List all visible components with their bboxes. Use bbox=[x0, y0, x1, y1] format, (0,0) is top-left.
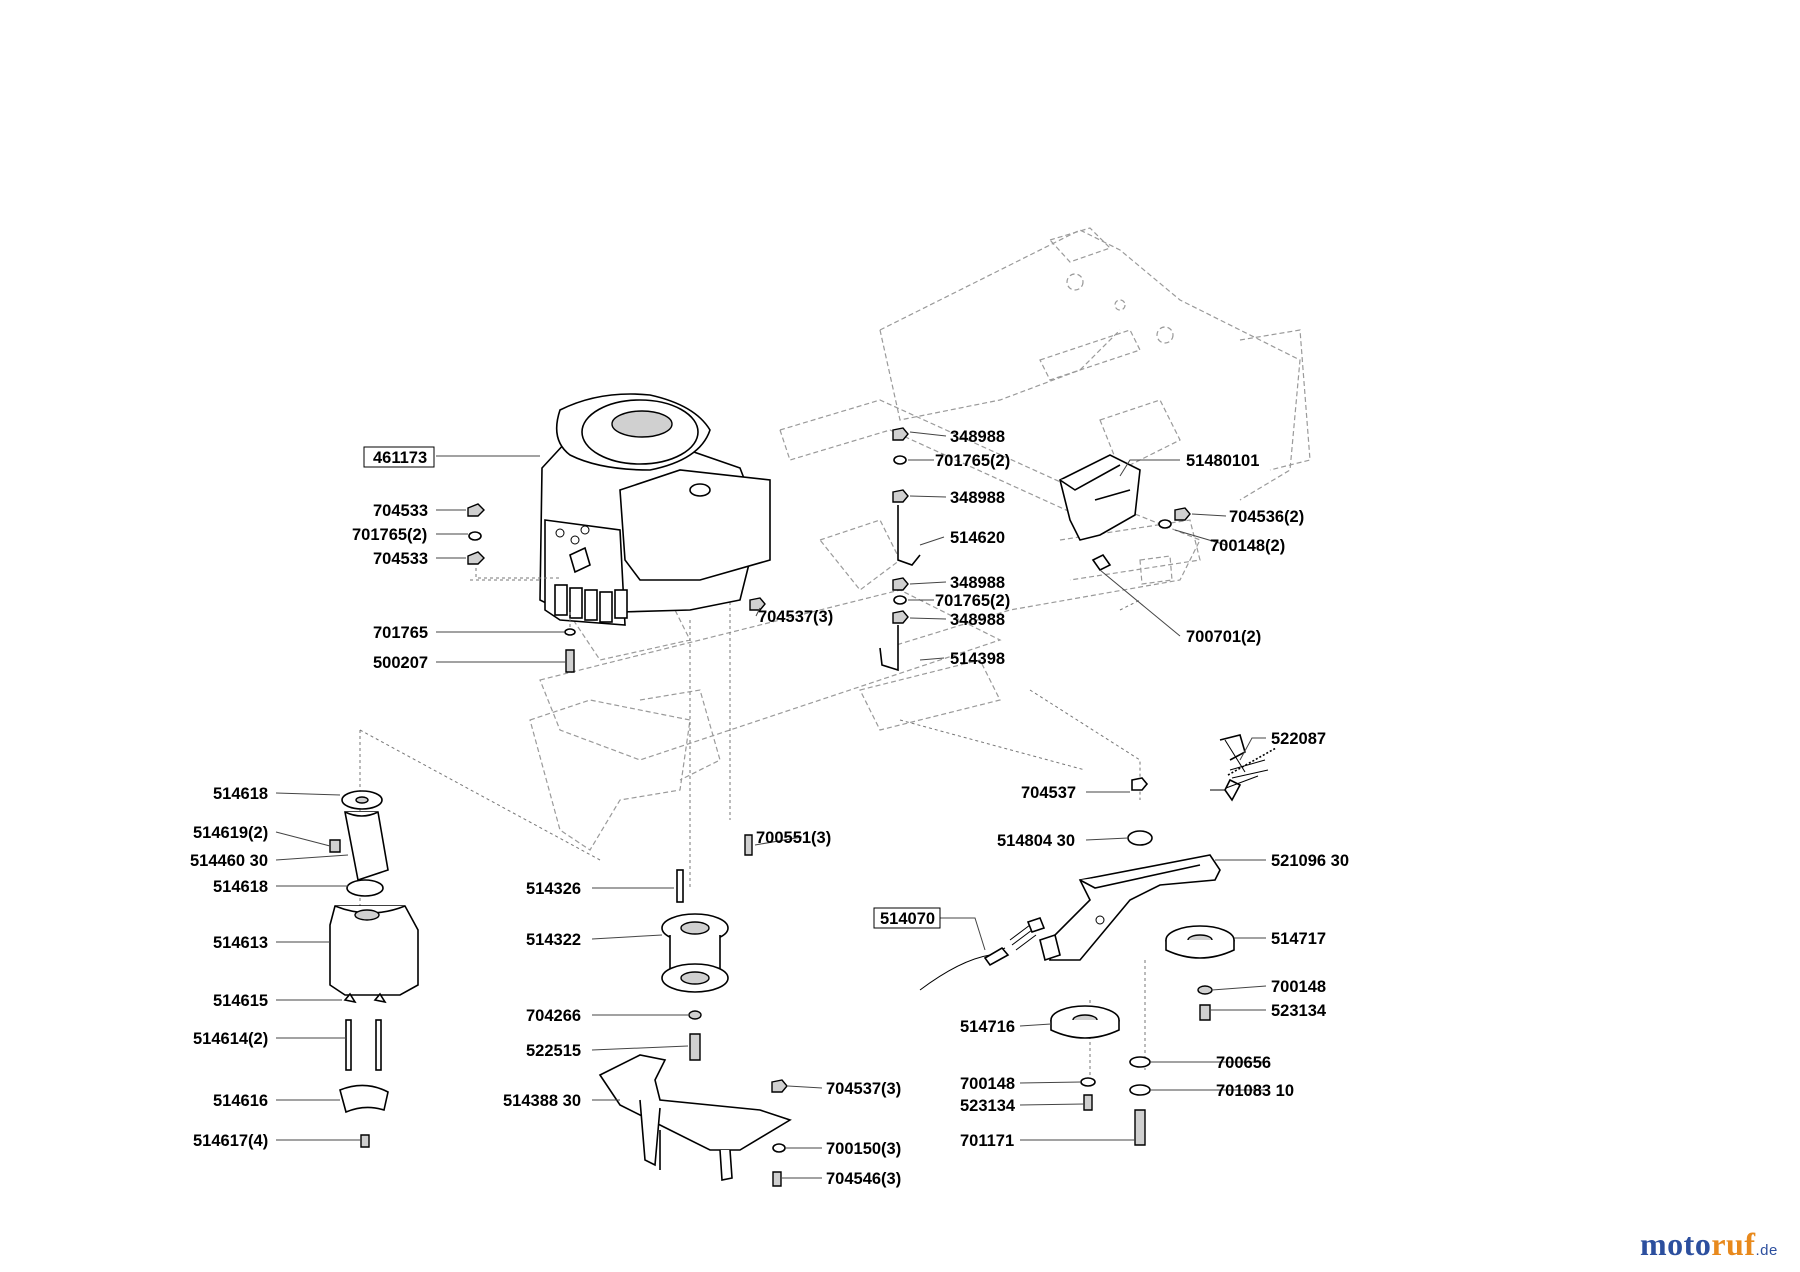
part-label: 514716 bbox=[960, 1018, 1015, 1036]
engine-cooling-fins bbox=[554, 584, 628, 623]
part-label: 514620 bbox=[950, 529, 1005, 547]
cable-514070 bbox=[919, 917, 1046, 991]
part-label: 514617(4) bbox=[193, 1132, 268, 1150]
part-label: 701083 10 bbox=[1216, 1082, 1294, 1100]
part-label: 701765(2) bbox=[352, 526, 427, 544]
watermark-logo: motoruf.de bbox=[1640, 1226, 1778, 1263]
part-label: 700551(3) bbox=[756, 829, 831, 847]
part-label: 704537 bbox=[1021, 784, 1076, 802]
spring-522087 bbox=[1210, 747, 1277, 791]
part-label: 704537(3) bbox=[826, 1080, 901, 1098]
part-label: 700656 bbox=[1216, 1054, 1271, 1072]
part-label: 514326 bbox=[526, 880, 581, 898]
part-label: 514388 30 bbox=[503, 1092, 581, 1110]
muffler-assembly bbox=[329, 790, 419, 1148]
part-label: 514460 30 bbox=[190, 852, 268, 870]
part-label: 523134 bbox=[1271, 1002, 1327, 1020]
idler-assembly bbox=[1039, 734, 1277, 1146]
part-number-labels: 461173 704533 701765(2) 704533 701765 50… bbox=[190, 428, 1349, 1188]
part-label: 348988 bbox=[950, 428, 1005, 446]
part-label: 521096 30 bbox=[1271, 852, 1349, 870]
part-label: 51480101 bbox=[1186, 452, 1259, 470]
part-label: 701765(2) bbox=[935, 452, 1010, 470]
part-label: 704537(3) bbox=[758, 608, 833, 626]
watermark-suffix: .de bbox=[1755, 1242, 1778, 1259]
part-label: 514618 bbox=[213, 878, 268, 896]
part-label: 514613 bbox=[213, 934, 268, 952]
watermark-part2: ruf bbox=[1711, 1226, 1756, 1262]
part-label: 348988 bbox=[950, 574, 1005, 592]
part-label: 514619(2) bbox=[193, 824, 268, 842]
part-label: 704533 bbox=[373, 502, 428, 520]
part-label: 514614(2) bbox=[193, 1030, 268, 1048]
part-label: 704536(2) bbox=[1229, 508, 1304, 526]
part-label: 700701(2) bbox=[1186, 628, 1261, 646]
engine-assembly bbox=[539, 393, 771, 626]
part-label: 523134 bbox=[960, 1097, 1016, 1115]
part-label: 704533 bbox=[373, 550, 428, 568]
part-label: 514398 bbox=[950, 650, 1005, 668]
engine-mount-hardware bbox=[467, 503, 576, 673]
part-label: 514322 bbox=[526, 931, 581, 949]
part-label: 500207 bbox=[373, 654, 428, 672]
leader-lines bbox=[275, 431, 1267, 1179]
part-label: 514804 30 bbox=[997, 832, 1075, 850]
part-label: 348988 bbox=[950, 489, 1005, 507]
part-label: 514616 bbox=[213, 1092, 268, 1110]
bracket-51480101 bbox=[1059, 454, 1191, 572]
part-label: 461173 bbox=[373, 449, 427, 467]
part-label: 701765(2) bbox=[935, 592, 1010, 610]
part-label: 700150(3) bbox=[826, 1140, 901, 1158]
part-label: 522087 bbox=[1271, 730, 1326, 748]
part-label: 514070 bbox=[880, 910, 935, 928]
part-label: 514717 bbox=[1271, 930, 1326, 948]
label-box-461173 bbox=[363, 446, 435, 468]
part-label: 700148 bbox=[960, 1075, 1015, 1093]
bracket-514388 bbox=[598, 1054, 792, 1187]
part-label: 701765 bbox=[373, 624, 428, 642]
engine-pulley-assembly bbox=[661, 834, 753, 1061]
watermark-part1: moto bbox=[1640, 1226, 1712, 1262]
part-label: 704266 bbox=[526, 1007, 581, 1025]
part-label: 701171 bbox=[960, 1132, 1014, 1150]
assembly-guide-lines bbox=[359, 560, 1146, 1080]
center-hardware bbox=[749, 427, 921, 672]
part-label: 700148(2) bbox=[1210, 537, 1285, 555]
part-label: 704546(3) bbox=[826, 1170, 901, 1188]
part-label: 348988 bbox=[950, 611, 1005, 629]
part-label: 514615 bbox=[213, 992, 268, 1010]
label-box-514070 bbox=[873, 907, 941, 929]
part-label: 700148 bbox=[1271, 978, 1326, 996]
part-label: 522515 bbox=[526, 1042, 581, 1060]
part-label: 514618 bbox=[213, 785, 268, 803]
